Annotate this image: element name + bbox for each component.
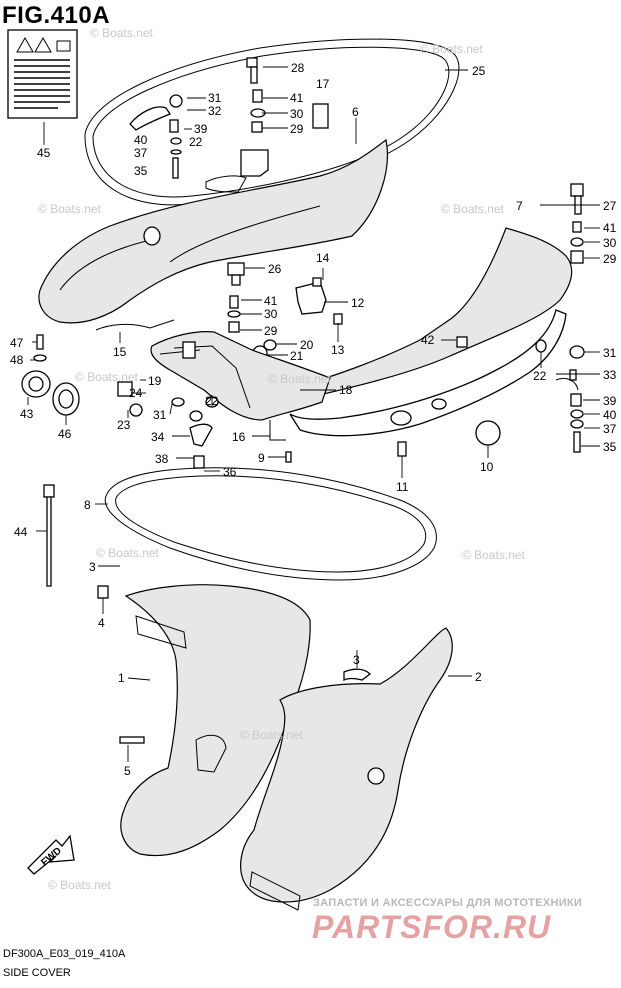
callout-4: 4 (98, 616, 105, 630)
callout-26: 26 (268, 262, 282, 276)
boats-watermark: © Boats.net (38, 202, 101, 216)
callout-45: 45 (37, 146, 51, 160)
callout-37: 37 (603, 422, 617, 436)
warning-label-part (7, 29, 78, 119)
boats-watermark: © Boats.net (441, 202, 504, 216)
boats-watermark: © Boats.net (90, 26, 153, 40)
cable-tie-part (43, 484, 55, 587)
callout-28: 28 (291, 61, 305, 75)
callout-25: 25 (472, 64, 486, 78)
callout-37: 37 (134, 146, 148, 160)
callout-38: 38 (155, 452, 169, 466)
boats-watermark: © Boats.net (420, 42, 483, 56)
callout-8: 8 (84, 498, 91, 512)
callout-47: 47 (10, 336, 24, 350)
figure-title: FIG.410A (2, 2, 111, 29)
callout-43: 43 (20, 407, 34, 421)
callout-9: 9 (258, 451, 265, 465)
callout-36: 36 (223, 465, 237, 479)
callout-3: 3 (89, 560, 96, 574)
callout-2: 2 (475, 670, 482, 684)
callout-40: 40 (134, 133, 148, 147)
callout-30: 30 (603, 236, 617, 250)
callout-31: 31 (208, 91, 222, 105)
left-side-cover-part (97, 584, 311, 857)
boats-watermark: © Boats.net (75, 370, 138, 384)
callout-20: 20 (300, 338, 314, 352)
leader-lines (27, 66, 600, 762)
callout-31: 31 (603, 346, 617, 360)
boats-watermark: © Boats.net (268, 372, 331, 386)
callout-24: 24 (129, 386, 143, 400)
left-small-parts (21, 319, 584, 469)
boats-watermark: © Boats.net (240, 728, 303, 742)
callout-30: 30 (264, 307, 278, 321)
boats-watermark: © Boats.net (48, 878, 111, 892)
callout-14: 14 (316, 251, 330, 265)
callout-29: 29 (290, 122, 304, 136)
callout-46: 46 (58, 427, 72, 441)
callout-12: 12 (351, 296, 365, 310)
callout-1: 1 (118, 671, 125, 685)
callout-7: 7 (516, 199, 523, 213)
callout-35: 35 (603, 440, 617, 454)
callout-35: 35 (134, 164, 148, 178)
callout-41: 41 (290, 91, 304, 105)
callout-19: 19 (148, 374, 162, 388)
callout-3: 3 (353, 653, 360, 667)
callout-41: 41 (264, 294, 278, 308)
boats-watermark: © Boats.net (462, 548, 525, 562)
lower-seal-part (104, 467, 437, 581)
callout-11: 11 (396, 480, 409, 494)
callout-29: 29 (603, 252, 617, 266)
callout-21: 21 (290, 349, 304, 363)
callout-41: 41 (603, 221, 617, 235)
callout-48: 48 (10, 353, 24, 367)
bracket-assembly-part (150, 331, 331, 421)
right-side-cover-part (240, 627, 453, 911)
callout-5: 5 (124, 764, 131, 778)
callout-13: 13 (331, 343, 345, 357)
callout-27: 27 (603, 199, 617, 213)
shop-logo-watermark: PARTSFOR.RU (312, 909, 552, 945)
callout-22: 22 (533, 369, 547, 383)
callout-18: 18 (339, 383, 353, 397)
upper-front-cover-part (283, 227, 573, 446)
callout-40: 40 (603, 408, 617, 422)
callout-31: 31 (153, 408, 167, 422)
callout-32: 32 (208, 104, 222, 118)
callout-16: 16 (232, 430, 246, 444)
callout-23: 23 (117, 418, 131, 432)
callout-17: 17 (316, 77, 330, 91)
figure-code: DF300A_E03_019_410A (3, 948, 126, 960)
callout-29: 29 (264, 324, 278, 338)
callout-44: 44 (14, 525, 28, 539)
callout-39: 39 (194, 122, 208, 136)
callout-numbers: 28 25 17 31 32 41 30 6 39 29 40 22 37 35… (10, 61, 617, 778)
boats-watermark: © Boats.net (96, 546, 159, 560)
callout-33: 33 (603, 368, 617, 382)
callout-30: 30 (290, 107, 304, 121)
figure-name: SIDE COVER (3, 967, 71, 979)
callout-22: 22 (189, 135, 203, 149)
callout-34: 34 (151, 430, 165, 444)
right-fasteners (570, 183, 584, 264)
callout-6: 6 (352, 105, 359, 119)
upper-fasteners (129, 57, 329, 179)
callout-22: 22 (205, 394, 219, 408)
fwd-arrow-icon: FWD (27, 834, 75, 875)
callout-42: 42 (421, 333, 435, 347)
upper-rear-cover-part (38, 138, 388, 324)
callout-39: 39 (603, 394, 617, 408)
shop-tagline-watermark: ЗАПАСТИ И АКСЕССУАРЫ ДЛЯ МОТОТЕХНИКИ (313, 897, 583, 909)
callout-15: 15 (113, 345, 127, 359)
callout-10: 10 (480, 460, 494, 474)
